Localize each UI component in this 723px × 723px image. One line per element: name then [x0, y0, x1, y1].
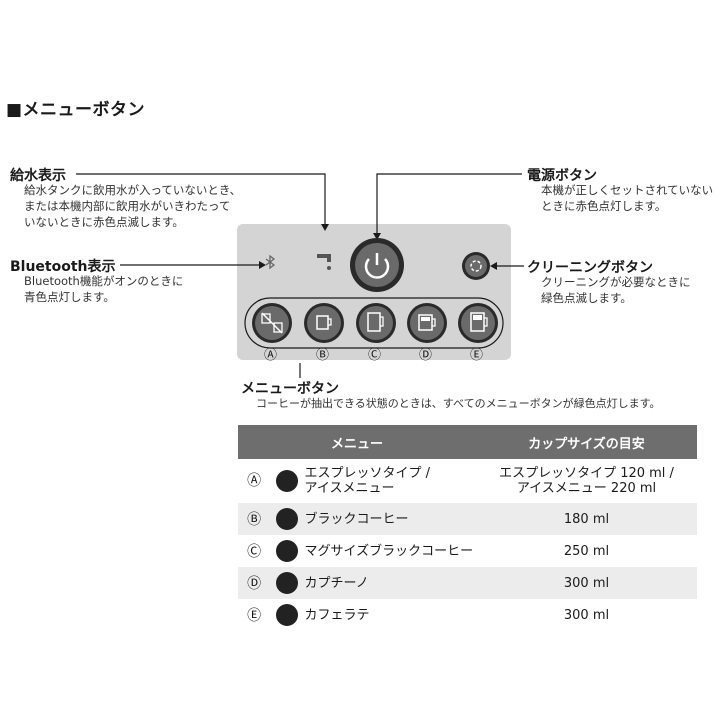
cleaning-label: クリーニングボタン — [527, 260, 653, 276]
bluetooth-description: Bluetooth機能がオンのときに 青色点灯します。 — [24, 274, 184, 304]
menu-button-d — [407, 303, 447, 343]
water-tap-icon — [317, 254, 331, 270]
table-row: Ⓐ エスプレッソタイプ /アイスメニュー エスプレッソタイプ 120 ml /ア… — [238, 459, 697, 503]
power-label: 電源ボタン — [527, 168, 597, 184]
cup-icon — [276, 508, 299, 530]
menu-label: メニューボタン — [241, 381, 339, 397]
menu-name: カプチーノ — [304, 567, 476, 599]
marker-c: Ⓒ — [368, 348, 382, 363]
menu-buttons-outline — [244, 297, 504, 349]
menu-name: カフェラテ — [304, 607, 370, 623]
cup-size: 180 ml — [476, 503, 697, 535]
bluetooth-arrowhead — [259, 261, 266, 269]
row-mark: Ⓒ — [247, 544, 262, 560]
menu-table: メニュー カップサイズの目安 Ⓐ エスプレッソタイプ /アイスメニュー エスプレ… — [238, 425, 697, 631]
menu-name: エスプレッソタイプ /アイスメニュー — [304, 466, 431, 496]
water-label: 給水表示 — [10, 168, 66, 184]
menu-button-a — [252, 303, 292, 343]
header-cup-size: カップサイズの目安 — [476, 425, 697, 459]
cafe-latte-icon — [276, 604, 299, 626]
row-mark: Ⓔ — [247, 608, 262, 624]
cleaning-button-icon — [462, 252, 490, 280]
table-row: Ⓓ カプチーノ 300 ml — [238, 567, 697, 599]
power-button-icon — [350, 238, 404, 292]
menu-button-c — [356, 303, 396, 343]
cleaning-description: クリーニングが必要なときに 緑色点滅します。 — [541, 275, 691, 305]
marker-e: Ⓔ — [470, 348, 484, 363]
cup-size: 300 ml — [563, 607, 610, 623]
cleaning-arrowhead — [490, 262, 497, 270]
cappuccino-icon — [276, 572, 299, 594]
water-description: 給水タンクに飲用水が入っていないとき、 または本機内部に飲用水がいきわたって い… — [24, 183, 242, 229]
power-description: 本機が正しくセットされていない ときに赤色点灯します。 — [541, 183, 714, 213]
cup-size: 300 ml — [476, 567, 697, 599]
row-mark: Ⓓ — [247, 576, 262, 592]
espresso-iced-icon — [276, 470, 299, 492]
menu-button-e — [458, 303, 498, 343]
menu-button-b — [304, 303, 344, 343]
marker-b: Ⓑ — [316, 348, 330, 363]
table-row: Ⓒ マグサイズブラックコーヒー 250 ml — [238, 535, 697, 567]
power-arrowhead — [373, 233, 381, 240]
cup-size: エスプレッソタイプ 120 ml /アイスメニュー 220 ml — [499, 466, 674, 496]
table-header-row: メニュー カップサイズの目安 — [238, 425, 697, 459]
header-menu: メニュー — [238, 425, 476, 459]
bluetooth-label: Bluetooth表示 — [10, 259, 116, 275]
table-row: Ⓑ ブラックコーヒー 180 ml — [238, 503, 697, 535]
menu-name: マグサイズブラックコーヒー — [304, 543, 474, 559]
marker-d: Ⓓ — [419, 348, 433, 363]
mug-icon — [276, 540, 299, 562]
row-mark: Ⓑ — [247, 512, 262, 528]
bluetooth-icon — [265, 254, 276, 270]
power-leader-line — [376, 173, 522, 236]
menu-name: ブラックコーヒー — [304, 503, 476, 535]
cup-size: 250 ml — [563, 543, 610, 559]
section-title: ■メニューボタン — [6, 100, 146, 120]
water-leader-line — [76, 173, 326, 228]
menu-description: コーヒーが抽出できる状態のときは、すべてのメニューボタンが緑色点灯します。 — [256, 397, 661, 410]
table-row: Ⓔ カフェラテ 300 ml — [238, 599, 697, 631]
water-arrowhead — [321, 224, 329, 231]
row-mark: Ⓐ — [247, 472, 262, 489]
marker-a: Ⓐ — [264, 348, 278, 363]
